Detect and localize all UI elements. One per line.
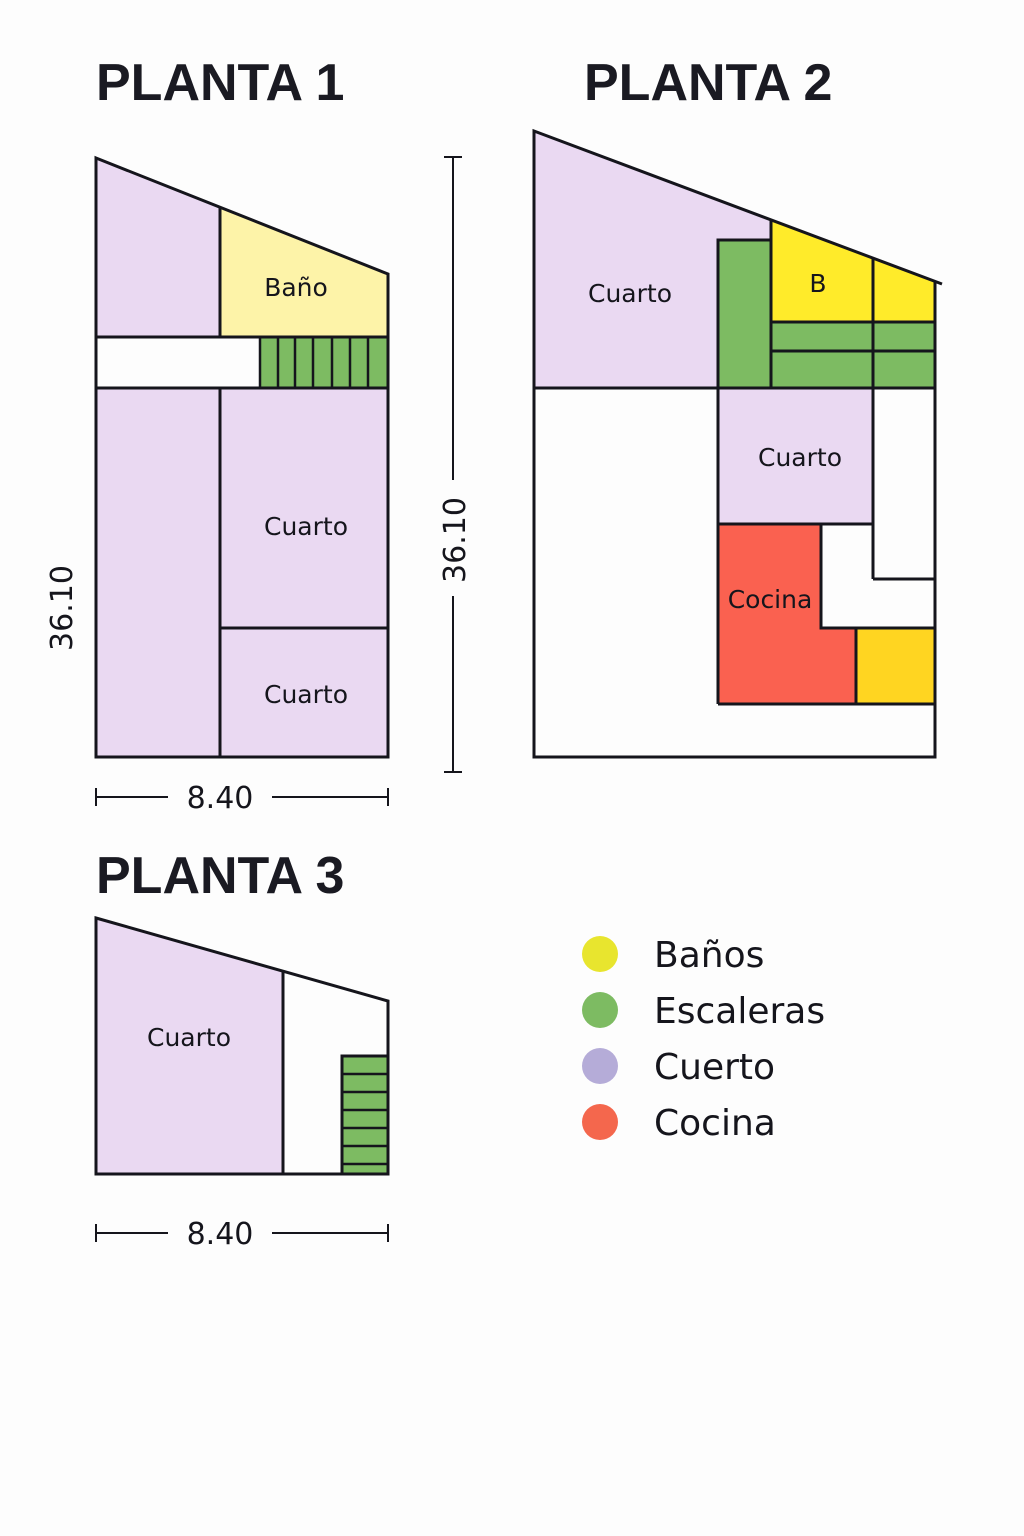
legend: Baños Escaleras Cuerto Cocina — [582, 935, 825, 1144]
label-cuarto: Cuarto — [264, 680, 348, 709]
room-left-tall — [96, 388, 220, 757]
room-bano — [771, 220, 873, 322]
label-cuarto: Cuarto — [147, 1023, 231, 1052]
width-dimension: 8.40 — [187, 1217, 254, 1252]
legend-item-banos: Baños — [582, 935, 764, 976]
planta-2: PLANTA 2 Cuarto B Cuarto Cocina — [532, 54, 943, 759]
room-bano-lower — [856, 628, 935, 704]
planta-3-title: PLANTA 3 — [96, 847, 344, 905]
planta-1-title: PLANTA 1 — [96, 54, 344, 112]
stairs — [342, 1056, 388, 1174]
room-bano — [220, 207, 388, 337]
legend-item-escaleras: Escaleras — [582, 991, 825, 1032]
room-top-left — [96, 158, 220, 337]
width-dimension-line — [95, 1224, 389, 1242]
walls — [94, 916, 390, 1176]
stair-treads — [258, 337, 370, 388]
stairs — [260, 337, 388, 388]
width-dimension-line — [95, 788, 389, 806]
planta-1: PLANTA 1 Baño Cuarto Cuarto 36.10 8. — [45, 54, 390, 816]
planta-3: PLANTA 3 Cuarto 8.40 — [94, 847, 390, 1252]
planta-2-title: PLANTA 2 — [584, 54, 832, 112]
legend-item-cuerto: Cuerto — [582, 1047, 775, 1088]
center-dimension: 36.10 — [438, 156, 473, 773]
legend-item-cocina: Cocina — [582, 1103, 776, 1144]
room-cuarto-b — [220, 628, 388, 757]
label-cocina: Cocina — [728, 585, 813, 614]
center-height-dimension: 36.10 — [438, 497, 473, 583]
label-cuarto: Cuarto — [758, 443, 842, 472]
room-cocina — [718, 524, 856, 704]
legend-swatch — [582, 1048, 618, 1084]
legend-swatch — [582, 936, 618, 972]
stairs-horizontal — [771, 322, 935, 388]
legend-swatch — [582, 1104, 618, 1140]
legend-label: Cocina — [654, 1103, 776, 1144]
walls — [532, 128, 943, 759]
legend-label: Cuerto — [654, 1047, 775, 1088]
label-bano: B — [809, 269, 826, 298]
legend-label: Baños — [654, 935, 764, 976]
legend-swatch — [582, 992, 618, 1028]
legend-label: Escaleras — [654, 991, 825, 1032]
label-bano: Baño — [264, 273, 328, 302]
walls — [94, 155, 390, 759]
room-cuarto-top — [534, 131, 771, 388]
stairs-vertical — [718, 240, 771, 388]
width-dimension: 8.40 — [187, 781, 254, 816]
room-cuarto — [96, 918, 283, 1174]
stair-treads — [342, 1072, 388, 1166]
label-cuarto: Cuarto — [264, 512, 348, 541]
room-bano-small — [873, 258, 935, 322]
label-cuarto: Cuarto — [588, 279, 672, 308]
room-cuarto-mid — [718, 388, 873, 524]
height-dimension: 36.10 — [45, 565, 80, 651]
room-cuarto-a — [220, 388, 388, 628]
